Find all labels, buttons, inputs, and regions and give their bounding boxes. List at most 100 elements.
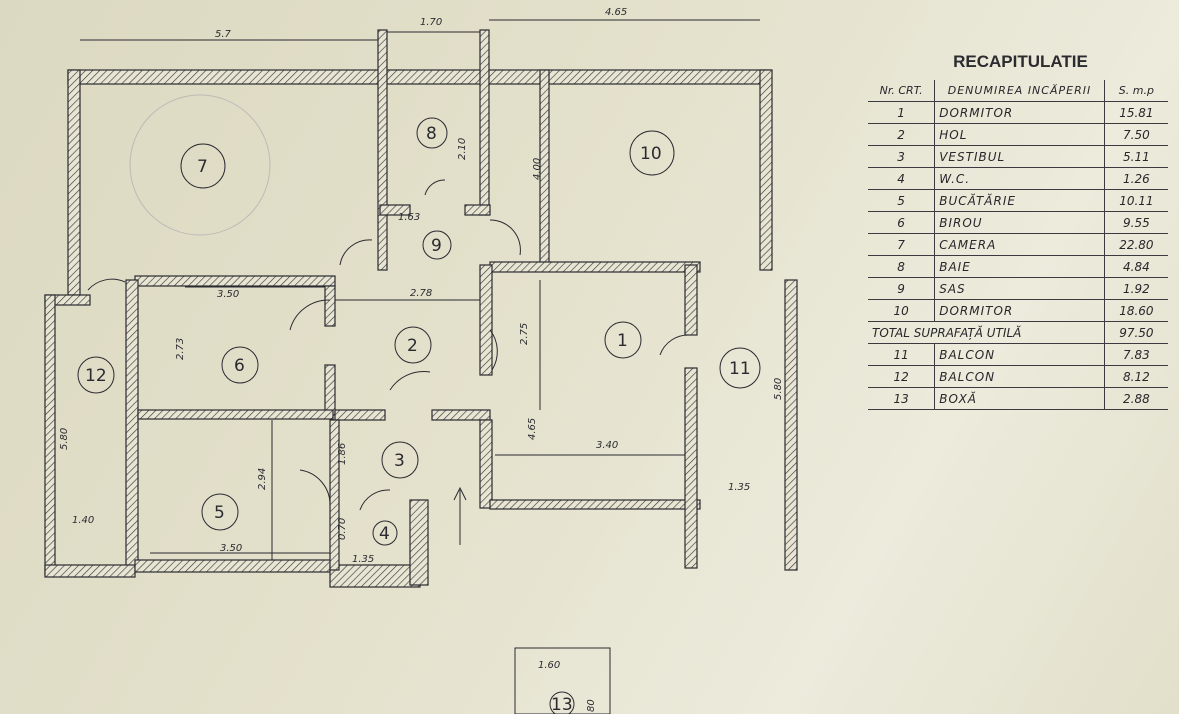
dim-room6-w: 3.50: [217, 289, 239, 300]
dim-room1-h: 4.65: [527, 418, 538, 440]
cell-nr: 8: [868, 255, 936, 278]
cell-name: BALCON: [934, 343, 1105, 366]
dim-balcony12-w: 1.40: [72, 515, 94, 526]
dim-box-h: 80: [586, 699, 597, 712]
floor-plan: 1 2 3 4 5 6 7 8 9 10 11 12 13 5.7 1.70 4…: [44, 7, 798, 714]
dim-wc-w: 1.35: [352, 554, 374, 565]
cell-area: 1.92: [1103, 277, 1168, 300]
room-10-label: 10: [640, 144, 662, 164]
cell-nr: 12: [868, 365, 936, 388]
cell-name: SAS: [934, 277, 1105, 300]
dim-wc-h: 0.70: [337, 518, 348, 540]
total-area: 97.50: [1103, 321, 1168, 344]
room-13-label: 13: [551, 695, 573, 714]
dim-room3-h: 1.86: [337, 443, 348, 465]
room-1-label: 1: [617, 331, 628, 351]
cell-name: HOL: [934, 123, 1105, 146]
header-nr: Nr. CRT.: [868, 80, 936, 102]
dim-balcony11-w: 1.35: [728, 482, 750, 493]
dim-room6-h: 2.73: [175, 338, 186, 360]
cell-nr: 6: [868, 211, 936, 234]
dim-top-left: 5.7: [215, 29, 232, 40]
cell-area: 5.11: [1103, 145, 1168, 168]
dim-room10-h: 4.00: [532, 158, 543, 180]
dim-balcony12-h: 5.80: [59, 428, 70, 450]
total-row: TOTAL SUPRAFAȚĂ UTILĂ 97.50: [868, 321, 1168, 344]
total-label: TOTAL SUPRAFAȚĂ UTILĂ: [868, 321, 1105, 344]
dim-balcony11-h: 5.80: [773, 378, 784, 400]
cell-nr: 4: [868, 167, 936, 190]
cell-nr: 7: [868, 233, 936, 256]
cell-nr: 5: [868, 189, 936, 212]
room-5-label: 5: [214, 503, 225, 523]
cell-name: BUCĂTĂRIE: [934, 189, 1105, 212]
cell-name: BAIE: [934, 255, 1105, 278]
cell-name: BIROU: [934, 211, 1105, 234]
cell-nr: 9: [868, 277, 936, 300]
room-2-label: 2: [407, 336, 418, 356]
dim-room8-h: 2.10: [457, 138, 468, 160]
cell-area: 9.55: [1103, 211, 1168, 234]
dim-room5-h: 2.94: [257, 468, 268, 490]
dimension-labels: 5.7 1.70 4.65 2.10 4.00 1.63 3.50 2.73 2…: [59, 7, 784, 712]
cell-area: 7.83: [1103, 343, 1168, 366]
room-3-label: 3: [394, 451, 405, 471]
cell-nr: 13: [868, 387, 936, 410]
cell-name: BOXĂ: [934, 387, 1105, 410]
cell-nr: 1: [868, 101, 936, 124]
table-header-row: Nr. CRT. DENUMIREA INCĂPERII S. m.p: [868, 80, 1168, 102]
room-7-label: 7: [197, 157, 208, 177]
cell-area: 7.50: [1103, 123, 1168, 146]
cell-name: CAMERA: [934, 233, 1105, 256]
walls: [44, 29, 798, 588]
dim-room1-w: 3.40: [596, 440, 618, 451]
dim-hol-w: 2.78: [410, 288, 432, 299]
recap-title: RECAPITULATIE: [953, 52, 1088, 71]
cell-name: DORMITOR: [934, 299, 1105, 322]
dim-room5-w: 3.50: [220, 543, 242, 554]
cell-area: 8.12: [1103, 365, 1168, 388]
cell-name: VESTIBUL: [934, 145, 1105, 168]
dim-hol-h: 2.75: [519, 323, 530, 345]
cell-name: W.C.: [934, 167, 1105, 190]
recap-table-section: RECAPITULATIE Nr. CRT. DENUMIREA INCĂPER…: [868, 52, 1173, 410]
cell-area: 2.88: [1103, 387, 1168, 410]
cell-nr: 10: [868, 299, 936, 322]
header-name: DENUMIREA INCĂPERII: [934, 80, 1105, 102]
room-6-label: 6: [234, 356, 245, 376]
room-8-label: 8: [426, 124, 437, 144]
room-12-label: 12: [85, 366, 107, 386]
room-11-label: 11: [729, 359, 751, 379]
cell-nr: 3: [868, 145, 936, 168]
cell-area: 22.80: [1103, 233, 1168, 256]
header-area: S. m.p: [1103, 80, 1168, 102]
cell-area: 15.81: [1103, 101, 1168, 124]
room-4-label: 4: [379, 524, 390, 544]
dim-box-w: 1.60: [538, 660, 560, 671]
cell-area: 18.60: [1103, 299, 1168, 322]
cell-area: 1.26: [1103, 167, 1168, 190]
cell-area: 10.11: [1103, 189, 1168, 212]
cell-nr: 2: [868, 123, 936, 146]
cell-nr: 11: [868, 343, 936, 366]
dim-room9-w: 1.63: [398, 212, 420, 223]
dim-top-right: 4.65: [605, 7, 627, 18]
cell-area: 4.84: [1103, 255, 1168, 278]
cell-name: BALCON: [934, 365, 1105, 388]
dim-top-mid: 1.70: [420, 17, 442, 28]
cell-name: DORMITOR: [934, 101, 1105, 124]
room-9-label: 9: [431, 236, 442, 256]
